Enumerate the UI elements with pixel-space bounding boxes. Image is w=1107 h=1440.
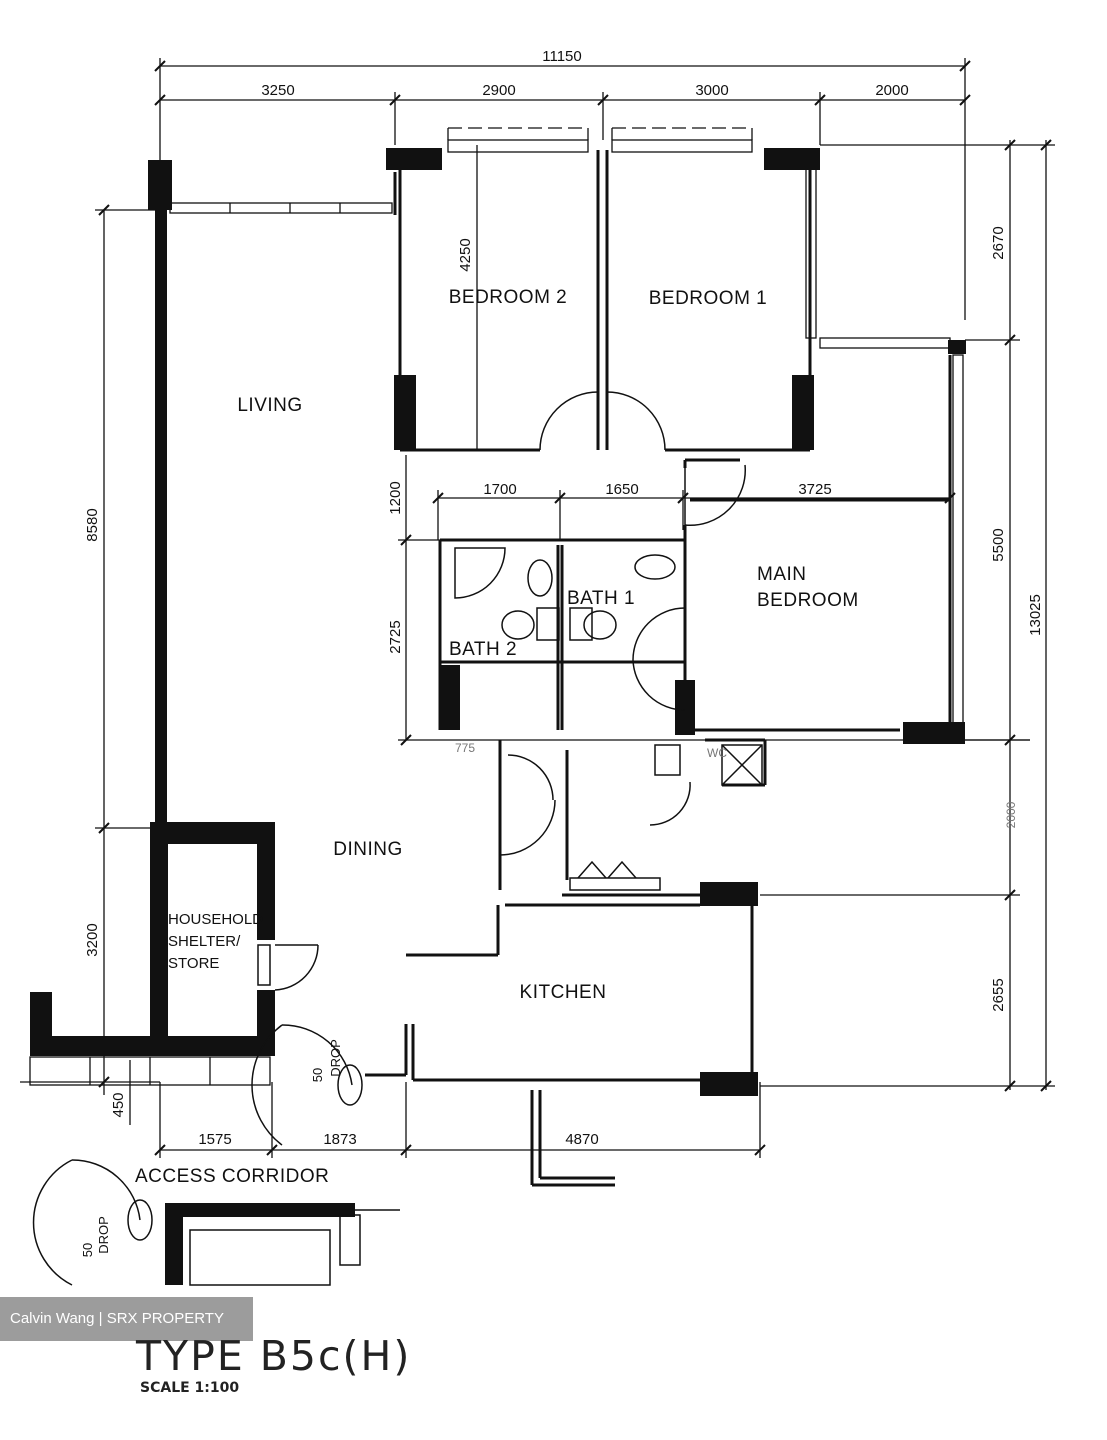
dim-ghost-b: 2000 [1004,801,1018,828]
drop-labels: 50 DROP 50 DROP [80,1039,343,1257]
watermark: Calvin Wang | SRX PROPERTY [0,1297,253,1341]
drop-1-word: DROP [328,1039,343,1077]
ghost-wc-label: WC [707,746,727,760]
thin-walls [365,150,952,1187]
room-bedroom-2: BEDROOM 2 [449,287,568,308]
dim-inner-c: 2725 [387,620,404,653]
dim-top-a: 3250 [261,82,294,99]
dimension-texts: 11150 3250 2900 3000 2000 1700 1650 3725… [84,48,1044,1148]
doors [32,391,763,1286]
dim-top-b: 2900 [482,82,515,99]
drop-2-word: DROP [96,1216,111,1254]
thick-walls [30,148,966,1285]
dim-top-c: 3000 [695,82,728,99]
dim-mid-c: 3725 [798,481,831,498]
dim-left-c: 450 [110,1092,127,1117]
right-dimension-ticks [1004,139,1052,1092]
bottom-dimension-ticks [154,1144,766,1156]
drop-2-value: 50 [80,1243,95,1257]
dim-right-b: 5500 [990,528,1007,561]
dim-inner-b: 1200 [387,481,404,514]
room-household-line2: SHELTER/ [168,933,241,950]
drop-1-value: 50 [310,1068,325,1082]
room-main-bedroom-line1: MAIN [757,564,807,585]
right-dimension-lines [760,140,1055,1090]
left-dimension-lines [20,209,160,1125]
dim-top-total: 11150 [542,48,582,65]
bottom-dimension-lines [159,1082,761,1158]
top-dimension-ticks [154,60,971,106]
room-bath-2: BATH 2 [449,639,517,660]
dim-right-total: 13025 [1027,594,1044,636]
room-labels: LIVING BEDROOM 2 BEDROOM 1 MAIN BEDROOM … [135,287,859,1187]
dim-left-b: 3200 [84,923,101,956]
dim-right-c: 2655 [990,978,1007,1011]
room-bedroom-1: BEDROOM 1 [649,288,768,309]
plan-title: TYPE B5c(H) [136,1332,412,1380]
dim-bottom-b: 1873 [323,1131,356,1148]
dim-ghost-a: 775 [455,741,475,755]
room-household-line1: HOUSEHOLD [168,911,263,928]
room-dining: DINING [333,839,403,860]
dim-top-d: 2000 [875,82,908,99]
dim-inner-a: 4250 [457,238,474,271]
room-bath-1: BATH 1 [567,588,635,609]
dim-left-a: 8580 [84,508,101,541]
room-kitchen: KITCHEN [520,982,607,1003]
dim-bottom-c: 4870 [565,1131,598,1148]
room-living: LIVING [237,395,302,416]
dim-right-a: 2670 [990,226,1007,259]
room-main-bedroom-line2: BEDROOM [757,590,859,611]
dim-bottom-a: 1575 [198,1131,231,1148]
room-household-line3: STORE [168,955,219,972]
dim-mid-b: 1650 [605,481,638,498]
room-access-corridor: ACCESS CORRIDOR [135,1166,329,1187]
dim-mid-a: 1700 [483,481,516,498]
plan-scale: SCALE 1:100 [140,1380,240,1396]
